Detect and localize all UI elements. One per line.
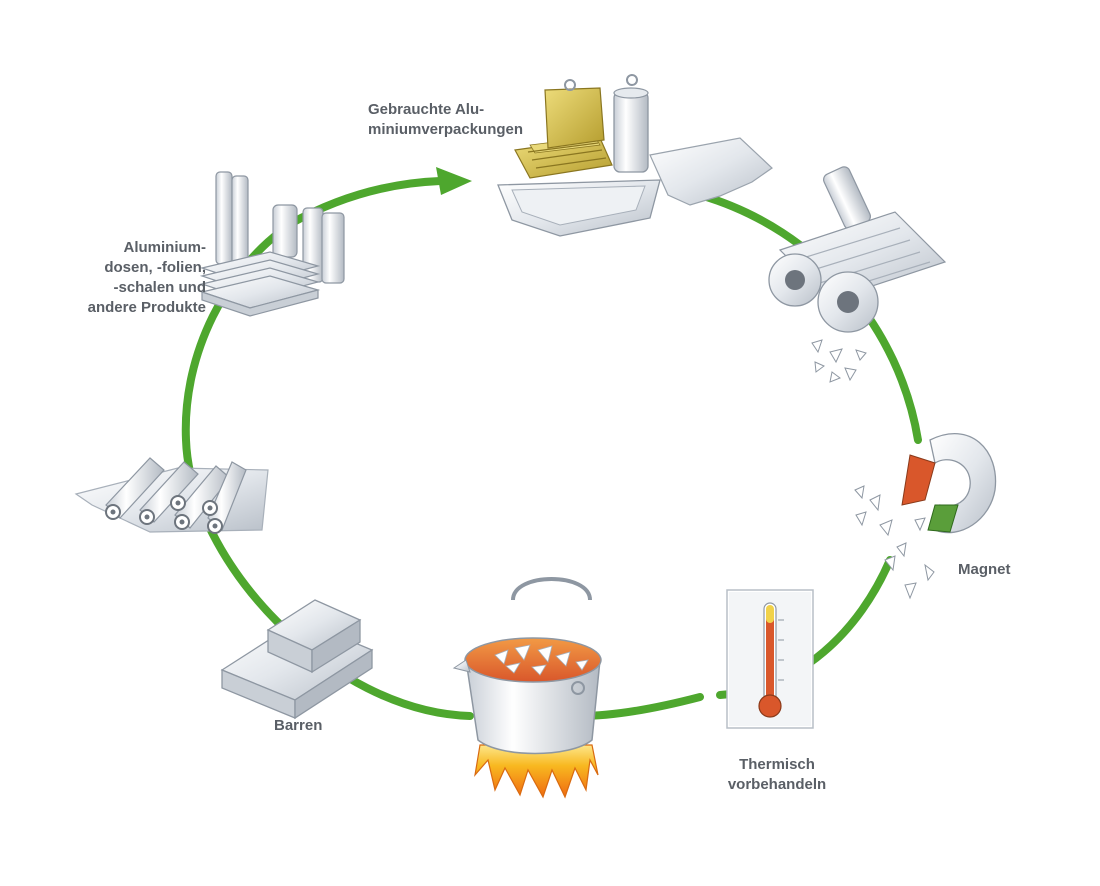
- label-magnet-text: Magnet: [958, 561, 1011, 578]
- label-products: Aluminium- dosen, -folien, -schalen und …: [48, 238, 206, 318]
- label-products-line-3: -schalen und: [113, 279, 206, 296]
- label-used-packaging: Gebrauchte Alu- miniumverpackungen: [368, 100, 523, 140]
- rolled-sheet-icon: [74, 457, 269, 534]
- label-products-line-2: dosen, -folien,: [104, 259, 206, 276]
- label-thermal-line-2: vorbehandeln: [727, 776, 827, 793]
- label-thermal: Thermisch vorbehandeln: [722, 755, 832, 795]
- thermometer-icon: [726, 589, 814, 729]
- cycle-arrowhead: [436, 167, 472, 195]
- label-used-packaging-line-1: Gebrauchte Alu-: [368, 101, 485, 118]
- label-products-line-4: andere Produkte: [87, 299, 206, 316]
- label-ingots: Barren: [274, 716, 322, 736]
- label-used-packaging-line-2: miniumverpackungen: [368, 121, 524, 138]
- label-thermal-line-1: Thermisch: [739, 756, 815, 773]
- magnet-icon: [854, 433, 997, 600]
- ingots-icon: [220, 599, 374, 720]
- used-aluminium-packaging-icon: [497, 74, 773, 237]
- melting-pot-icon: [452, 577, 602, 799]
- label-magnet: Magnet: [958, 560, 1011, 580]
- label-ingots-text: Barren: [274, 717, 323, 734]
- aluminium-products-icon: [199, 171, 345, 317]
- label-products-line-1: Aluminium-: [123, 239, 207, 256]
- shredder-gears-icon: [768, 166, 947, 383]
